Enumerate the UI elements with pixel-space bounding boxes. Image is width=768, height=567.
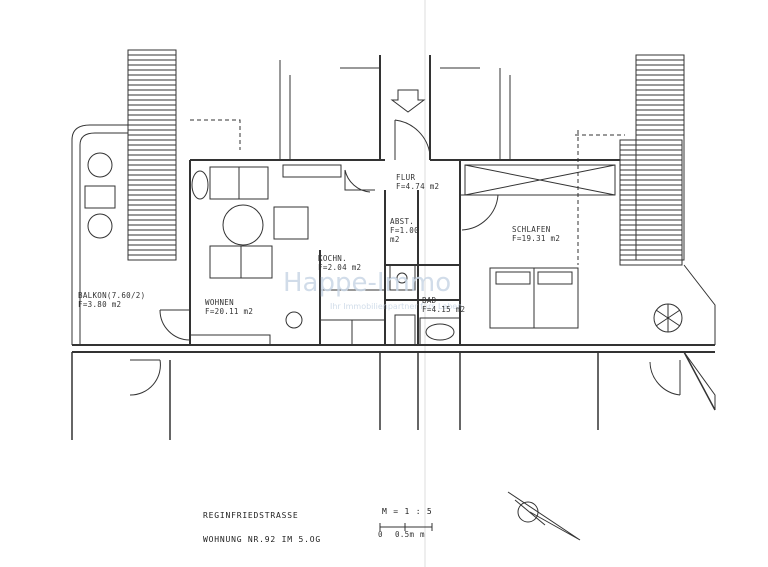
scale-bar-end: m [420, 530, 425, 539]
balcony-furniture [84, 152, 116, 239]
watermark-tagline: Ihr Immobilienpartner fürs Leben [330, 302, 463, 311]
entrance-arrow [390, 89, 426, 113]
bath-fixtures [389, 264, 461, 346]
right-balcony [653, 264, 716, 410]
upper-corridor-lines [279, 60, 511, 160]
room-name-abst: ABST. [390, 217, 415, 226]
room-name-bad: BAD [422, 296, 437, 305]
lower-walls [71, 351, 716, 440]
street-name: REGINFRIEDSTRASSE [203, 511, 299, 520]
room-area-bad: F=4.15 m2 [422, 305, 466, 314]
unit-description: WOHNUNG NR.92 IM 5.OG [203, 535, 321, 544]
balcony-outline [71, 124, 128, 345]
living-room-furniture [189, 164, 342, 346]
room-area-wohnen: F=20.11 m2 [205, 307, 254, 316]
scale-label: M = 1 : 5 [382, 507, 433, 516]
outer-walls [72, 55, 715, 353]
scale-bar [379, 523, 433, 531]
room-area-schlafen: F=19.31 m2 [512, 234, 561, 243]
right-stair-hatch-lines [620, 59, 684, 261]
room-name-kochn: KOCHN. [318, 254, 347, 263]
watermark-brand: Happe-Immo [283, 268, 452, 298]
room-unit-abst: m2 [390, 235, 400, 244]
room-name-wohnen: WOHNEN [205, 298, 234, 307]
bedroom-fixtures [464, 130, 616, 329]
room-name-flur: FLUR [396, 173, 416, 182]
room-name-schlafen: SCHLAFEN [512, 225, 551, 234]
room-area-kochn: F=2.04 m2 [318, 263, 362, 272]
scale-bar-mid: 0.5m [395, 530, 415, 539]
left-stair-hatching [127, 49, 177, 261]
room-area-balkon: F=3.80 m2 [78, 300, 122, 309]
room-area-abst: F=1.00 [390, 226, 419, 235]
dashed-overlay-lines [190, 119, 625, 150]
scale-bar-zero: 0 [378, 530, 383, 539]
north-arrow-icon [507, 491, 581, 541]
room-name-balkon: BALKON(7.60/2) [78, 291, 146, 300]
room-area-flur: F=4.74 m2 [396, 182, 440, 191]
kitchen-fixtures [319, 289, 386, 346]
